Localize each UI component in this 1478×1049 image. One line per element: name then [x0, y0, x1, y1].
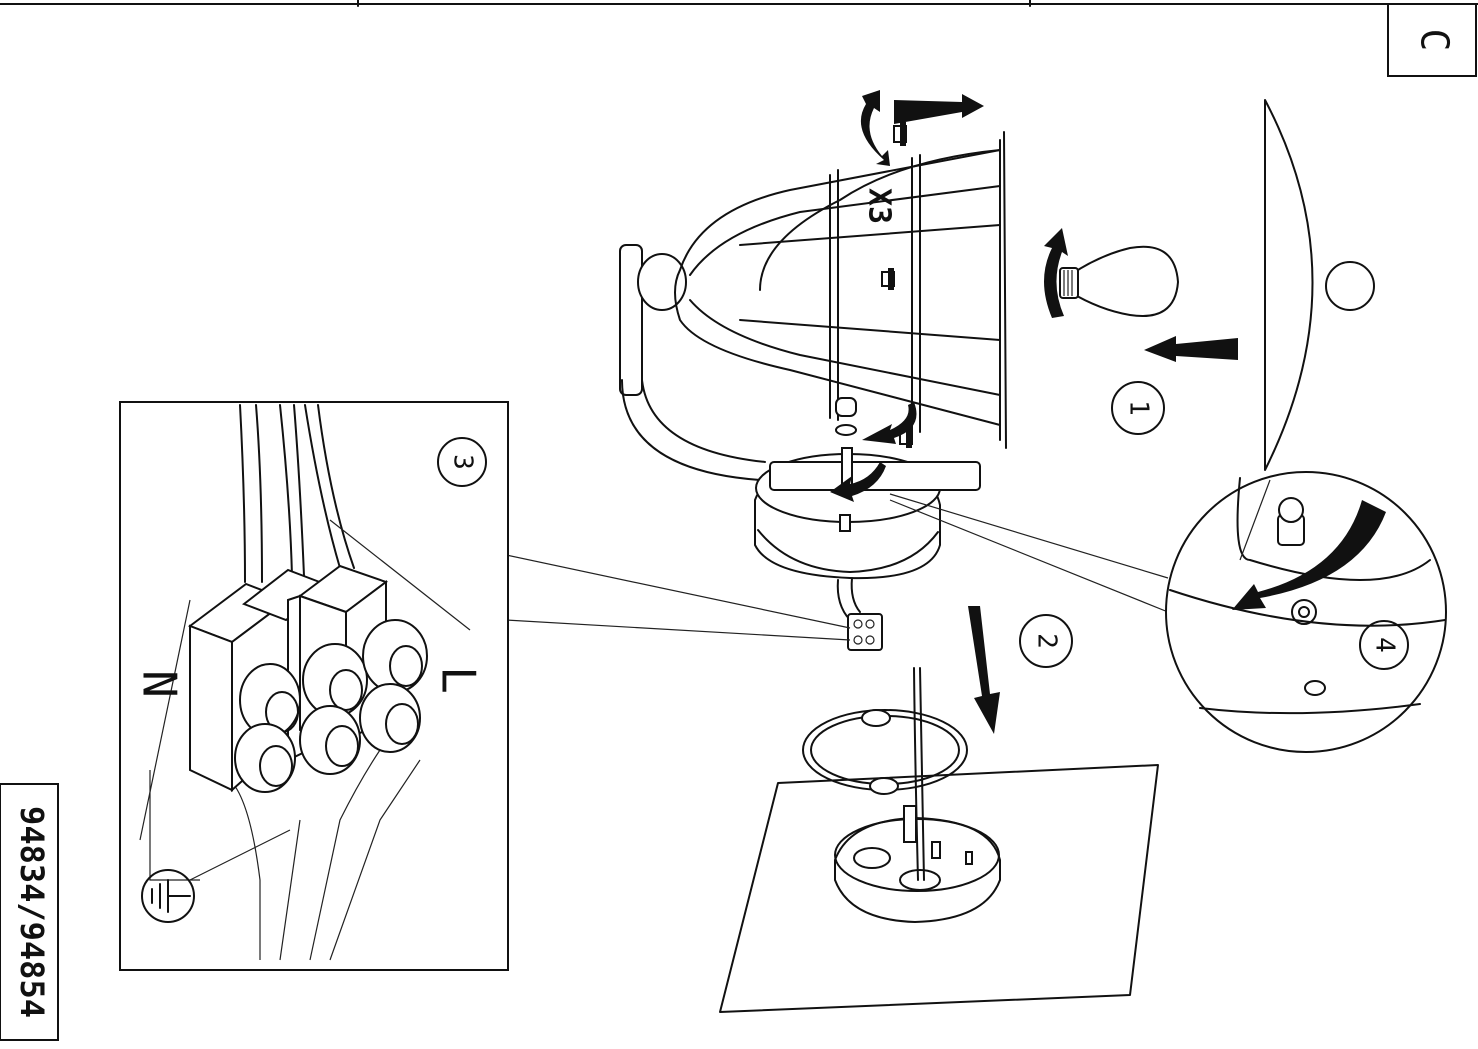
terminal-screw-e-bottom [299, 705, 361, 775]
wall-surface [719, 764, 1159, 1013]
insert-nut-arrow-icon [1232, 500, 1386, 610]
page-frame [0, 0, 1478, 7]
model-number-box: 94834/94854 [0, 783, 59, 1041]
terminal-screw-l-bottom [359, 683, 421, 753]
push-down-arrow-icon [968, 606, 1000, 734]
screw-icon [893, 122, 907, 146]
screw-icon [881, 268, 895, 290]
step-1-marker: 1 [1111, 381, 1165, 435]
terminal-screw-n-bottom [234, 723, 296, 793]
step-4-marker: 4 [1359, 620, 1409, 670]
step-3-marker: 3 [437, 437, 487, 487]
lamp-canopy [754, 447, 981, 580]
cap-nut-icon [1277, 497, 1305, 546]
neutral-label: N [133, 670, 187, 698]
step-number: 3 [448, 454, 478, 470]
rotate-arrow-icon [860, 90, 890, 166]
insert-arrow-icon [1144, 336, 1238, 362]
screw-in-arrow-icon [1044, 228, 1068, 318]
live-label: L [432, 666, 486, 694]
earth-ground-icon [141, 869, 195, 923]
terminal-detail: N L 3 [119, 401, 851, 971]
wall-wire [913, 667, 925, 881]
quantity-label: X3 [862, 188, 897, 224]
washer-icon [1291, 599, 1317, 625]
section-letter: C [1413, 29, 1457, 52]
step-number: 2 [1032, 633, 1062, 649]
terminal-block-small [847, 613, 883, 651]
pull-arrow-icon [894, 94, 984, 124]
model-number: 94834/94854 [13, 806, 51, 1018]
lamp-cage: X3 [619, 131, 1007, 481]
cap-nut-icon [835, 397, 857, 436]
step-number: 4 [1370, 637, 1400, 653]
mounting-ring [802, 709, 968, 795]
terminal-screw-l-top [362, 619, 428, 693]
light-bulb-icon [1059, 245, 1180, 317]
step-2-marker: 2 [1019, 614, 1073, 668]
cap-nut-detail: 4 [889, 471, 1447, 753]
canopy-fixing-arrow-icon [830, 402, 917, 502]
step-number: 1 [1124, 400, 1154, 416]
glass-shade [1264, 99, 1375, 471]
terminal-screw-e-top [302, 643, 368, 717]
section-box: C [1387, 3, 1477, 77]
